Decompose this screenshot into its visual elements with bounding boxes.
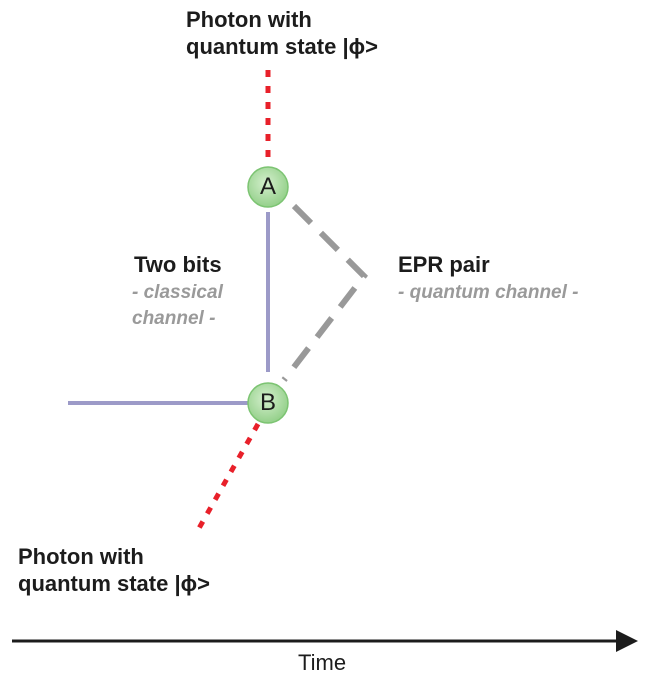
classical-subtitle-line2: channel -: [132, 308, 216, 329]
time-axis-label: Time: [298, 650, 347, 675]
top-photon-label-line1: Photon with: [186, 7, 312, 32]
bottom-photon-path: [195, 422, 261, 532]
bottom-photon-label-line2: quantum state |ϕ>: [18, 571, 210, 596]
time-axis-arrowhead: [616, 630, 638, 652]
node-b-circle: [247, 382, 289, 424]
bottom-photon-label-line1: Photon with: [18, 544, 144, 569]
epr-subtitle: - quantum channel -: [398, 282, 579, 303]
node-a-circle: [247, 166, 289, 208]
top-photon-label: Photon with quantum state |ϕ>: [186, 6, 378, 60]
top-photon-label-line2: quantum state |ϕ>: [186, 34, 378, 59]
classical-title: Two bits: [134, 252, 222, 277]
epr-title: EPR pair: [398, 252, 490, 277]
bottom-photon-label: Photon with quantum state |ϕ>: [18, 543, 210, 597]
classical-subtitle-line1: - classical: [132, 282, 223, 303]
epr-pair-path: [281, 203, 368, 382]
node-a-label: A: [259, 173, 276, 200]
node-b-label: B: [259, 389, 276, 416]
